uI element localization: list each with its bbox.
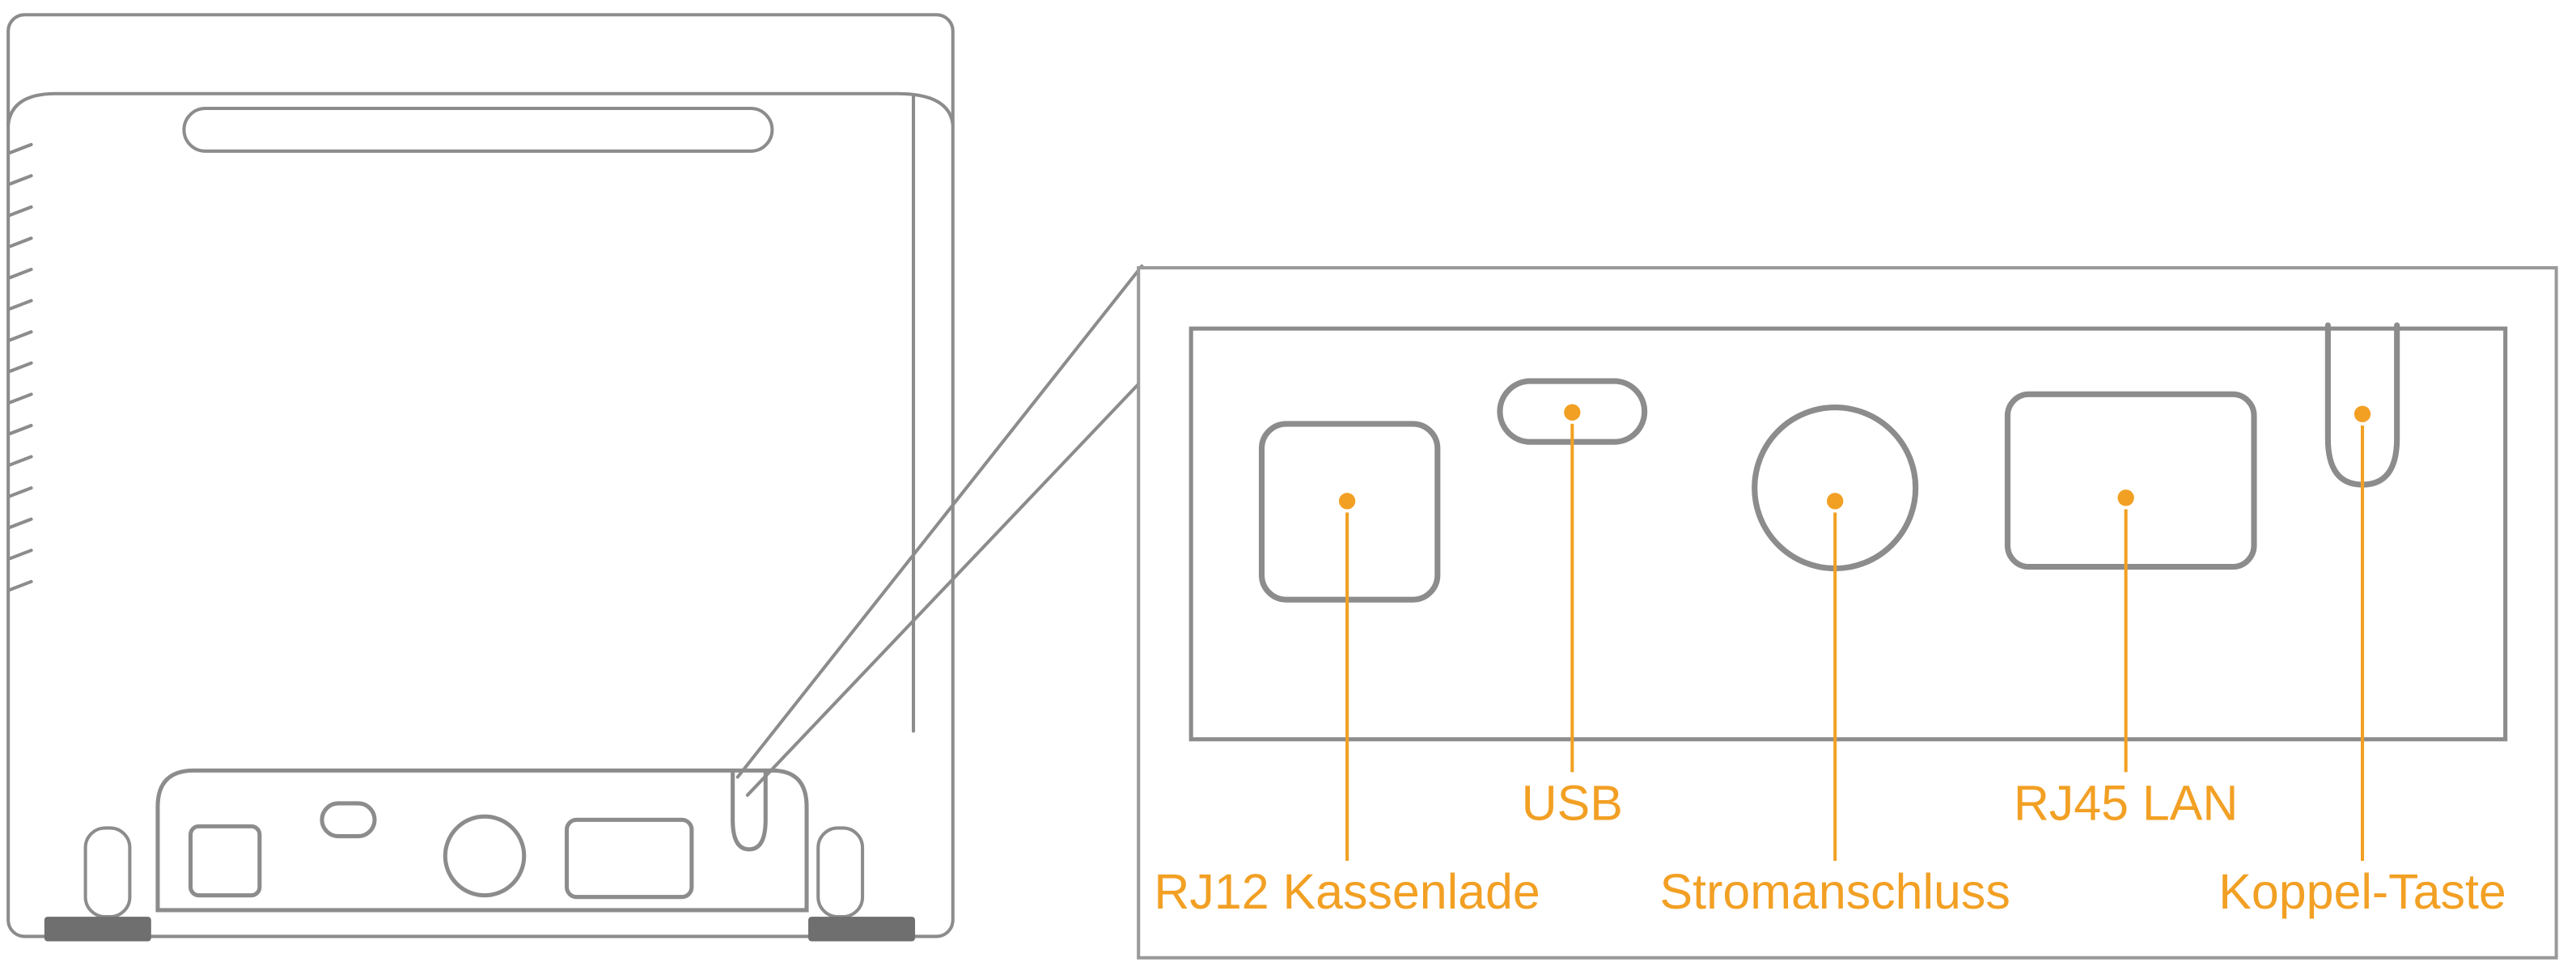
- rj45-port: [2004, 391, 2257, 570]
- power-label: Stromanschluss: [1660, 864, 2010, 919]
- printer-foot-pad-left: [44, 917, 151, 942]
- usb-marker-dot: [1564, 404, 1581, 421]
- callout-line-top: [735, 264, 1144, 779]
- rj12-label: RJ12 Kassenlade: [1154, 864, 1540, 919]
- printer-top-seam: [6, 91, 955, 127]
- power-marker-dot: [1827, 493, 1844, 510]
- annotation-rj45: RJ45 LAN: [2014, 489, 2239, 830]
- zoom-callout-box: [1137, 265, 2558, 960]
- pair-button-label: Koppel-Taste: [2218, 864, 2506, 919]
- callout-line-bottom: [745, 324, 1197, 797]
- printer-foot-pad-right: [808, 917, 916, 942]
- printer-rear-panel: [155, 768, 809, 913]
- printer-side-vents: [8, 142, 33, 592]
- printer-back-view: [6, 13, 955, 942]
- annotation-usb: USB: [1522, 404, 1623, 830]
- printer-handle-recess: [182, 106, 774, 153]
- rj45-marker-dot: [2117, 489, 2134, 506]
- pair-button-slot-small: [731, 768, 768, 852]
- annotation-pair-button: Koppel-Taste: [2218, 405, 2506, 919]
- printer-foot-left: [83, 826, 132, 919]
- zoom-callout: RJ12 Kassenlade USB Stromanschluss RJ45 …: [1137, 265, 2558, 960]
- rj12-port: [1258, 421, 1441, 603]
- pair-button-marker-dot: [2354, 405, 2371, 422]
- power-port-small: [443, 814, 527, 898]
- zoom-panel-outline: [1188, 326, 2508, 742]
- annotation-rj12: RJ12 Kassenlade: [1154, 493, 1540, 919]
- rear-panel-outline: [155, 768, 809, 913]
- printer-body-outline: [6, 13, 955, 938]
- rj12-marker-dot: [1338, 493, 1356, 510]
- usb-port-small: [320, 801, 377, 839]
- usb-label: USB: [1522, 775, 1623, 830]
- rj45-port-small: [565, 817, 694, 900]
- callout-connector-lines: [735, 264, 1197, 797]
- printer-foot-right: [816, 826, 865, 919]
- rj12-port-small: [189, 824, 262, 898]
- annotation-power: Stromanschluss: [1660, 493, 2010, 919]
- rj45-label: RJ45 LAN: [2014, 775, 2239, 830]
